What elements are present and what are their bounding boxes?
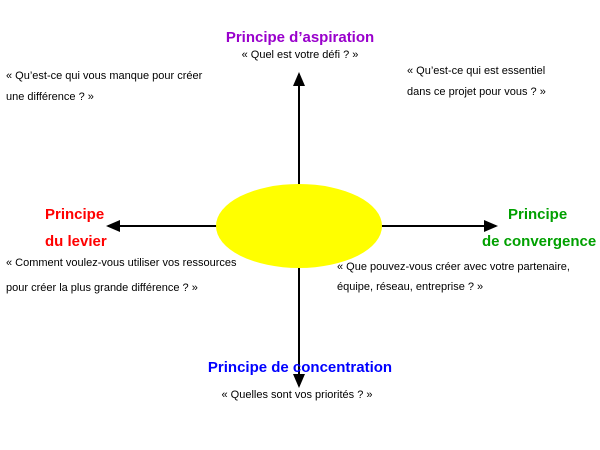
top-left-line2: une différence ? » (6, 91, 94, 103)
top-left-line1: « Qu’est-ce qui vous manque pour créer (6, 70, 203, 82)
aspiration-question: « Quel est votre défi ? » (241, 49, 359, 61)
top-right-line1: « Qu’est-ce qui est essentiel (407, 65, 546, 77)
levier-line2: pour créer la plus grande différence ? » (6, 282, 198, 294)
levier-title-2: du levier (45, 233, 107, 250)
concentration-title: Principe de concentration (207, 359, 393, 376)
convergence-title-1: Principe (508, 206, 568, 223)
convergence-line2: équipe, réseau, entreprise ? » (337, 281, 484, 293)
concentration-question: « Quelles sont vos priorités ? » (221, 389, 373, 401)
levier-title-1: Principe (45, 206, 105, 223)
top-right-line2: dans ce projet pour vous ? » (407, 86, 546, 98)
convergence-line1: « Que pouvez-vous créer avec votre parte… (337, 261, 570, 273)
levier-line1: « Comment voulez-vous utiliser vos resso… (6, 257, 237, 269)
center-ellipse (216, 184, 382, 268)
aspiration-title: Principe d’aspiration (225, 29, 375, 46)
convergence-title-2: de convergence (482, 233, 597, 250)
